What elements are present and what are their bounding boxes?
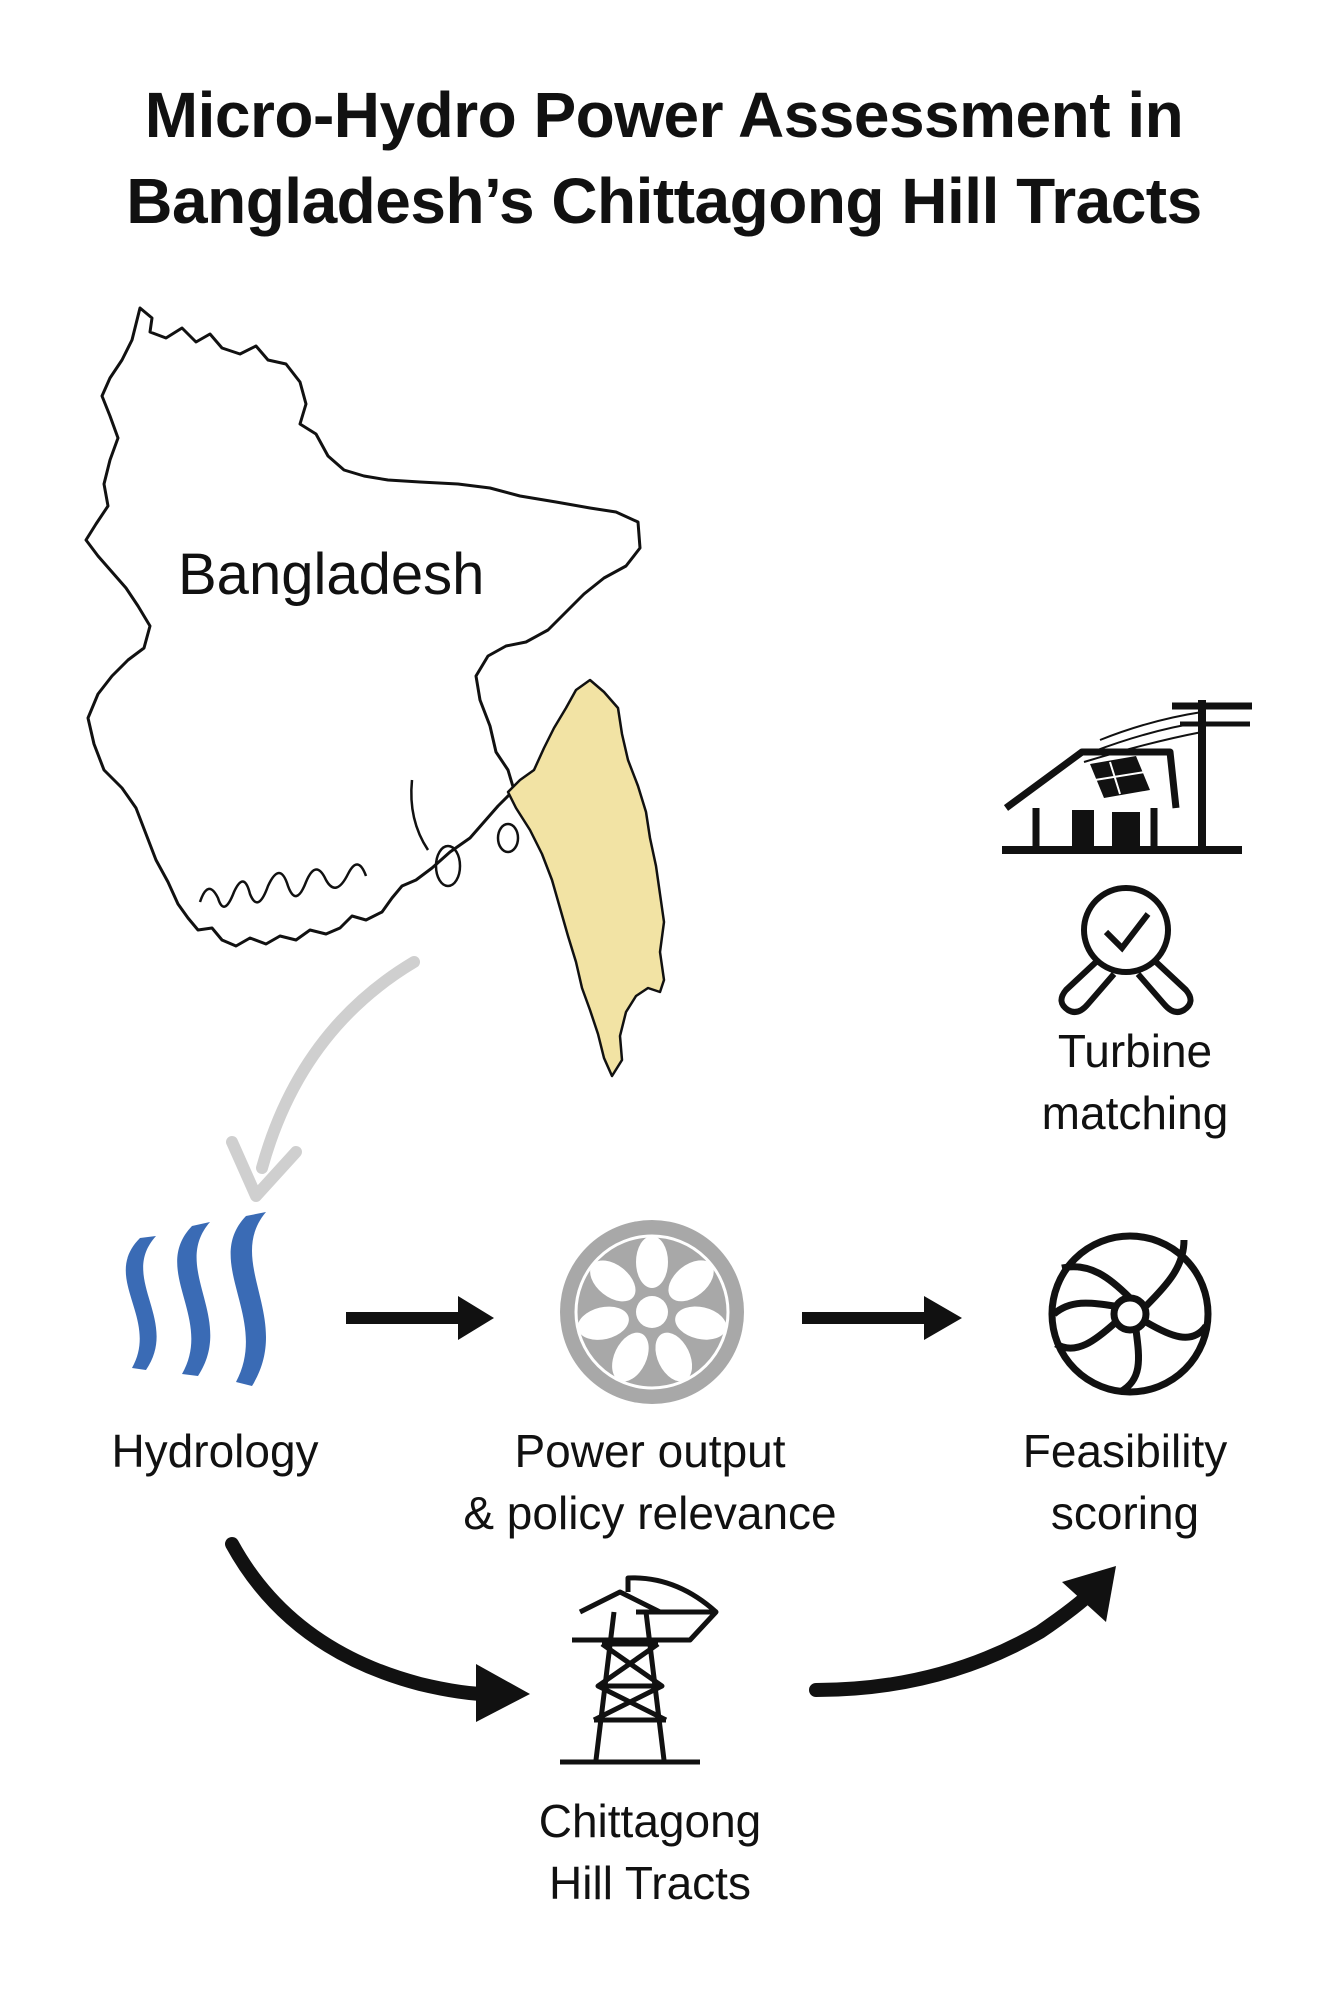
chittagong-label-line-2: Hill Tracts xyxy=(549,1857,751,1909)
power-output-label-line-2: & policy relevance xyxy=(463,1487,837,1539)
chittagong-to-feasibility-arrowhead xyxy=(1062,1566,1116,1622)
feasibility-label: Feasibility scoring xyxy=(980,1420,1270,1544)
map-country-label: Bangladesh xyxy=(178,542,485,607)
house-power-line-icon xyxy=(1002,700,1252,854)
map-to-hydrology-arrow xyxy=(256,956,420,1174)
turbine-matching-label-line-2: matching xyxy=(1041,1087,1229,1139)
turbine-matching-label-line-1: Turbine xyxy=(1057,1025,1213,1077)
power-to-feasibility-arrowhead xyxy=(924,1296,962,1340)
feasibility-label-line-2: scoring xyxy=(1050,1487,1200,1539)
hydrology-to-chittagong-arrow xyxy=(225,1537,507,1702)
bangladesh-outline xyxy=(84,306,642,948)
turbine-matching-label: Turbine matching xyxy=(1000,1020,1270,1144)
hydrology-to-chittagong-arrowhead xyxy=(476,1664,530,1722)
delta-coastline xyxy=(198,863,368,908)
feasibility-label-line-1: Feasibility xyxy=(1022,1425,1228,1477)
turbine-fan-icon xyxy=(1048,1232,1212,1396)
hydrology-label: Hydrology xyxy=(80,1420,350,1482)
chittagong-to-feasibility-arrow xyxy=(809,1583,1101,1697)
chittagong-label: Chittagong Hill Tracts xyxy=(480,1790,820,1914)
magnifier-check-icon xyxy=(1058,885,1194,1015)
power-output-label-line-1: Power output xyxy=(514,1425,786,1477)
power-output-label: Power output & policy relevance xyxy=(420,1420,880,1544)
water-waves-icon xyxy=(125,1212,266,1386)
turbine-wheel-icon xyxy=(560,1220,744,1404)
hydrology-to-power-arrowhead xyxy=(458,1296,494,1340)
bangladesh-map xyxy=(84,306,666,1078)
chittagong-label-line-1: Chittagong xyxy=(538,1795,762,1847)
hydrology-label-text: Hydrology xyxy=(111,1425,319,1477)
map-to-hydrology-arrowhead xyxy=(226,1136,302,1202)
title-line-1: Micro-Hydro Power Assessment in xyxy=(144,79,1184,151)
diagram-title: Micro-Hydro Power Assessment in Banglade… xyxy=(0,72,1328,244)
title-line-2: Bangladesh’s Chittagong Hill Tracts xyxy=(126,165,1202,237)
transmission-tower-icon xyxy=(560,1575,719,1765)
chittagong-hill-tracts-region xyxy=(506,678,666,1078)
